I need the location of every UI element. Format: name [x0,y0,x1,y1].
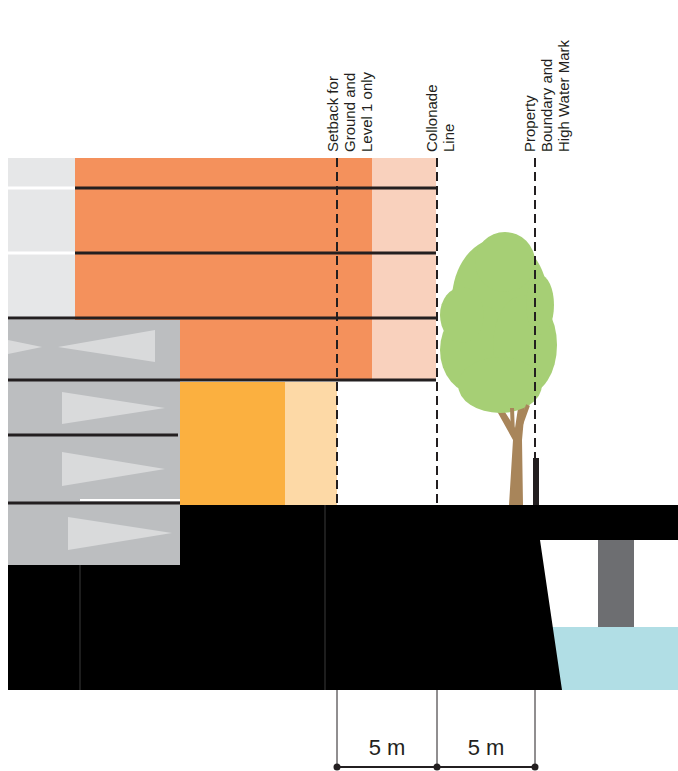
boundary-post [533,458,539,505]
upper-floors-overhang [372,158,436,380]
pile [598,540,634,627]
setout-lines [337,158,535,505]
dimension-lines [337,690,535,768]
ramp-arrow [58,330,155,362]
setout-label: Setback for Ground and Level 1 only [325,40,375,152]
car-park [8,320,180,565]
ground-level-setback [285,382,337,505]
tree [440,232,557,505]
floor-slabs [8,188,436,503]
floor-gap [8,252,75,255]
wall-line [325,505,326,690]
ramp-arrow [62,452,165,486]
ramp-arrow [62,392,165,424]
ramp-arrow [68,517,172,550]
core-strip [8,158,75,320]
ramp-arrow [8,340,42,354]
setout-label: Property Boundary and High Water Mark [522,36,572,152]
dimension-dots [334,764,539,771]
dimension-label: 5 m [441,736,531,761]
slab-edge [80,499,180,501]
ground [8,505,678,690]
setout-label: Collonade Line [424,70,458,152]
under-wharf [540,540,678,627]
water [540,627,678,690]
floor-gap [8,187,75,190]
wall-line [80,565,81,690]
dimension-label: 5 m [342,736,432,761]
ground-level [180,382,285,505]
